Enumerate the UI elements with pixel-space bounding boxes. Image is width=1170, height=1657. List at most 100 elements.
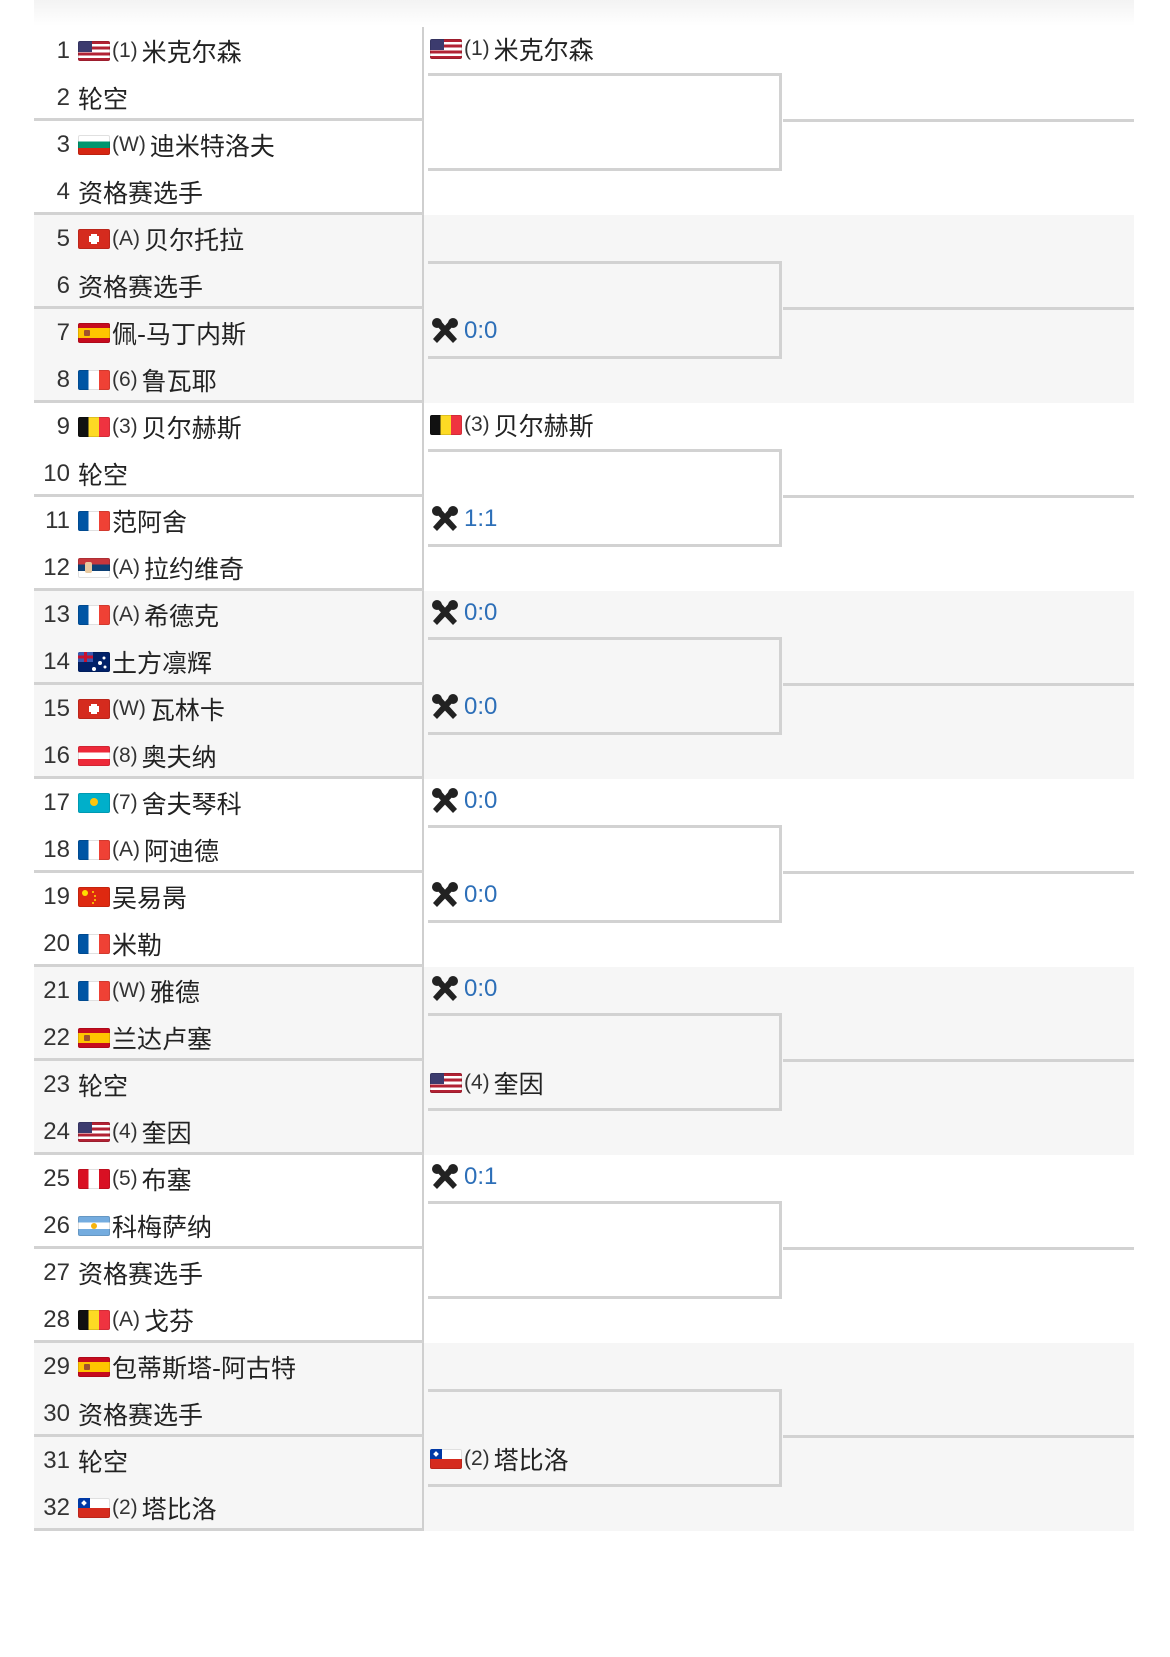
round2-slot[interactable]: 0:0 bbox=[430, 781, 497, 821]
match-score[interactable]: 0:0 bbox=[464, 317, 498, 344]
player-name: 鲁瓦耶 bbox=[141, 366, 217, 396]
flag-icon-be bbox=[78, 416, 110, 437]
round2-slot[interactable]: 0:0 bbox=[430, 969, 497, 1009]
draw-row-18[interactable]: 18(A)阿迪德 bbox=[34, 826, 424, 873]
round1-match-box bbox=[34, 27, 424, 121]
match-score[interactable]: 1:1 bbox=[464, 505, 498, 532]
draw-position: 3 bbox=[56, 130, 70, 158]
round1-match-box bbox=[34, 779, 424, 873]
seed-label: (3) bbox=[112, 414, 138, 438]
round1-match-box bbox=[34, 121, 424, 215]
draw-position: 4 bbox=[56, 177, 70, 205]
match-score[interactable]: 0:0 bbox=[464, 693, 498, 720]
draw-position: 32 bbox=[43, 1493, 70, 1521]
round2-slot[interactable]: 0:0 bbox=[430, 687, 497, 727]
player-name: 奥夫纳 bbox=[141, 742, 217, 772]
round2-slot[interactable]: 0:0 bbox=[430, 311, 497, 351]
draw-row-28[interactable]: 28(A)戈芬 bbox=[34, 1296, 424, 1343]
crossed-rackets-icon bbox=[430, 880, 460, 910]
round2-slot[interactable]: 1:1 bbox=[430, 499, 497, 539]
flag-icon-es bbox=[78, 322, 110, 343]
round2-slot[interactable]: (1)米克尔森 bbox=[430, 29, 594, 69]
draw-position: 7 bbox=[56, 318, 70, 346]
draw-row-13[interactable]: 13(A)希德克 bbox=[34, 591, 424, 638]
flag-icon-us bbox=[78, 40, 110, 61]
match-score[interactable]: 0:1 bbox=[464, 1163, 498, 1190]
player-name: 戈芬 bbox=[144, 1306, 195, 1336]
round2-connector bbox=[428, 261, 782, 359]
draw-row-8[interactable]: 8 (6)鲁瓦耶 bbox=[34, 356, 424, 403]
draw-row-24[interactable]: 24(4)奎因 bbox=[34, 1108, 424, 1155]
flag-icon-es bbox=[78, 1356, 110, 1377]
round1-match-box bbox=[34, 591, 424, 685]
player-name: 资格赛选手 bbox=[78, 272, 204, 302]
draw-row-3[interactable]: 3(W)迪米特洛夫 bbox=[34, 121, 424, 168]
draw-position: 16 bbox=[43, 741, 70, 769]
round1-match-box bbox=[34, 215, 424, 309]
seed-label: (W) bbox=[112, 978, 146, 1002]
player-name: 米克尔森 bbox=[493, 36, 594, 65]
draw-position: 17 bbox=[43, 788, 70, 816]
round2-slot[interactable]: (3)贝尔赫斯 bbox=[430, 405, 594, 445]
player-name: 轮空 bbox=[78, 1447, 129, 1477]
draw-position: 8 bbox=[56, 365, 70, 393]
round1-match-box bbox=[34, 873, 424, 967]
round3-connector bbox=[783, 683, 1134, 686]
seed-label: (A) bbox=[112, 1307, 140, 1331]
round2-slot[interactable]: (2)塔比洛 bbox=[430, 1439, 569, 1479]
draw-row-9[interactable]: 9(3)贝尔赫斯 bbox=[34, 403, 424, 450]
draw-row-1[interactable]: 1(1)米克尔森 bbox=[34, 27, 424, 74]
seed-label: (A) bbox=[112, 602, 140, 626]
flag-icon-fr bbox=[78, 369, 110, 390]
round2-slot[interactable]: 0:1 bbox=[430, 1157, 497, 1197]
flag-icon-bg bbox=[78, 134, 110, 155]
seed-label: (6) bbox=[112, 367, 138, 391]
player-name: 雅德 bbox=[149, 977, 200, 1007]
match-score[interactable]: 0:0 bbox=[464, 975, 498, 1002]
round1-match-box bbox=[34, 1061, 424, 1155]
flag-icon-au bbox=[78, 651, 110, 672]
draw-row-15[interactable]: 15(W)瓦林卡 bbox=[34, 685, 424, 732]
match-score[interactable]: 0:0 bbox=[464, 787, 498, 814]
flag-icon-at bbox=[78, 745, 110, 766]
draw-position: 24 bbox=[43, 1117, 70, 1145]
crossed-rackets-icon bbox=[430, 692, 460, 722]
player-name: 奎因 bbox=[493, 1070, 544, 1099]
draw-row-25[interactable]: 25(5)布塞 bbox=[34, 1155, 424, 1202]
match-score[interactable]: 0:0 bbox=[464, 881, 498, 908]
draw-row-5[interactable]: 5(A)贝尔托拉 bbox=[34, 215, 424, 262]
draw-row-16[interactable]: 16(8)奥夫纳 bbox=[34, 732, 424, 779]
match-score[interactable]: 0:0 bbox=[464, 599, 498, 626]
draw-row-21[interactable]: 21(W)雅德 bbox=[34, 967, 424, 1014]
seed-label: (2) bbox=[464, 1447, 490, 1470]
draw-position: 12 bbox=[43, 553, 70, 581]
draw-row-17[interactable]: 17(7)舍夫琴科 bbox=[34, 779, 424, 826]
player-name: 米克尔森 bbox=[141, 37, 242, 67]
flag-icon-ar bbox=[78, 1215, 110, 1236]
round2-slot[interactable]: (4)奎因 bbox=[430, 1063, 544, 1103]
draw-row-32[interactable]: 32(2)塔比洛 bbox=[34, 1484, 424, 1531]
draw-row-12[interactable]: 12(A)拉约维奇 bbox=[34, 544, 424, 591]
seed-label: (W) bbox=[112, 696, 146, 720]
seed-label: (7) bbox=[112, 790, 138, 814]
round2-slot[interactable]: 0:0 bbox=[430, 593, 497, 633]
seed-label: (4) bbox=[464, 1071, 490, 1094]
round2-slot[interactable]: 0:0 bbox=[430, 875, 497, 915]
player-name: 资格赛选手 bbox=[78, 1259, 204, 1289]
